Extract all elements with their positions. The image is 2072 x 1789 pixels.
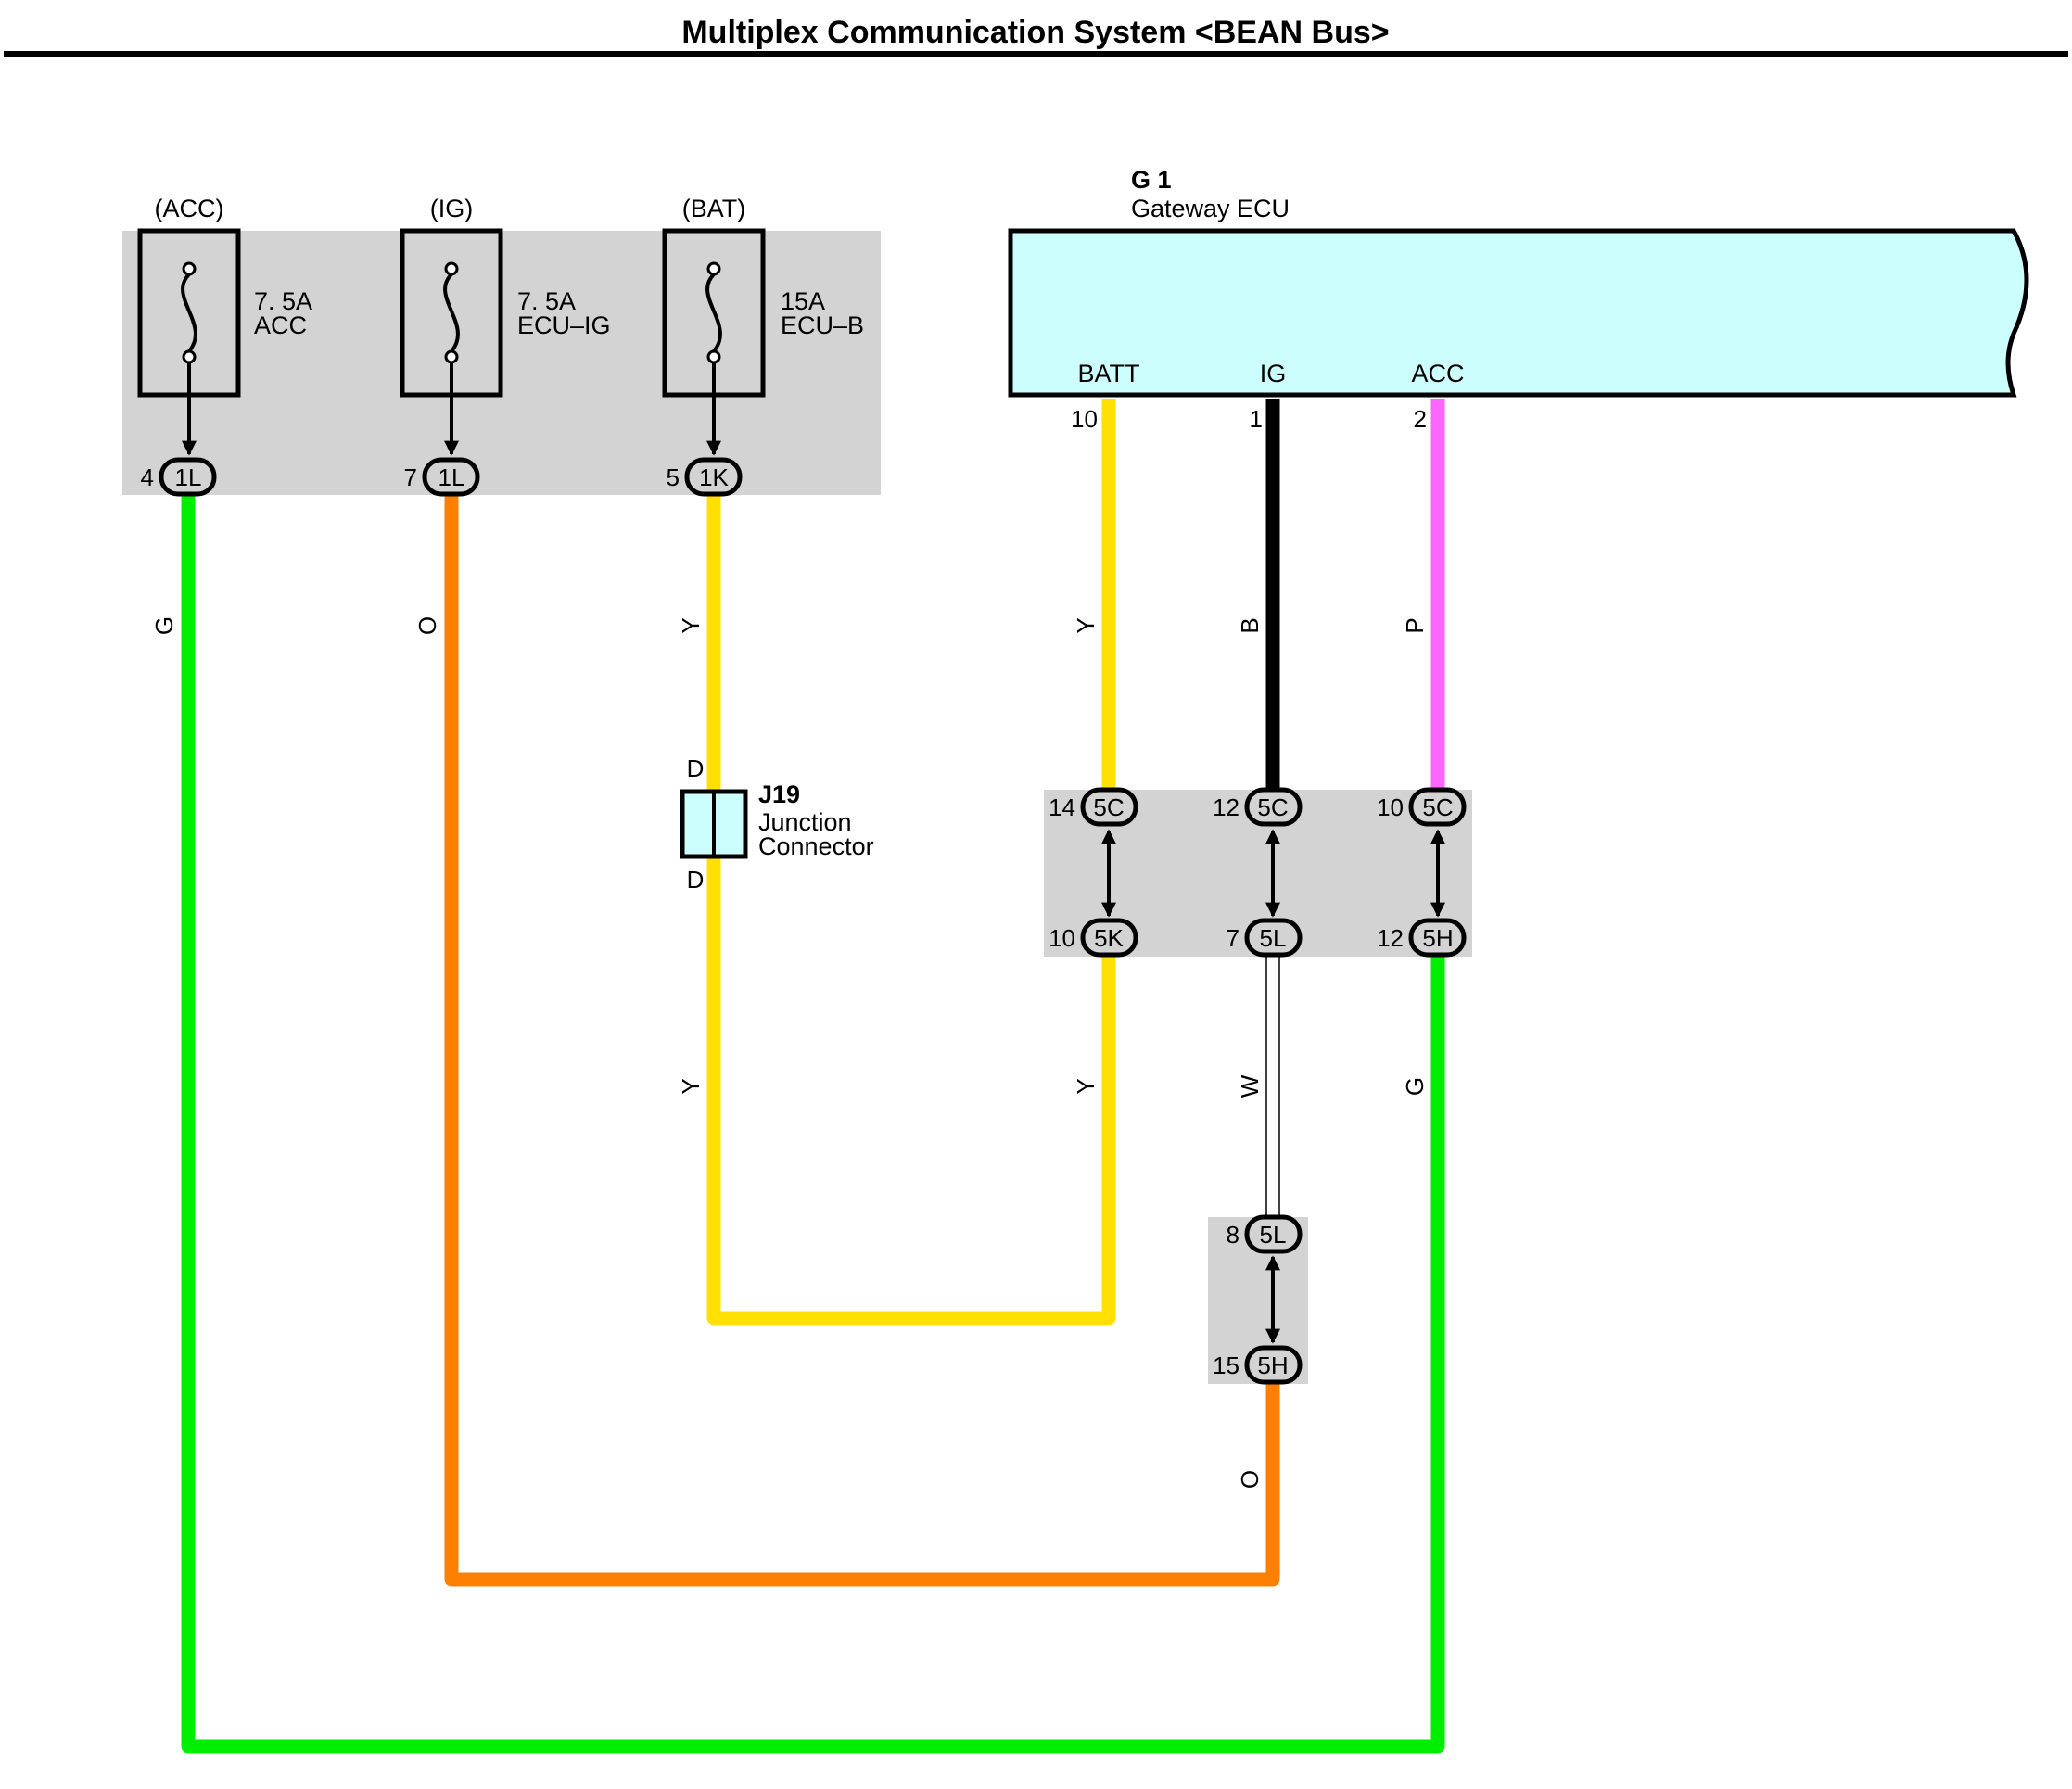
fuse-bat-circuit: (BAT) xyxy=(682,195,746,222)
junction-block-col3: 5C 10 5H 12 xyxy=(1377,787,1467,958)
fuse-acc-name: ACC xyxy=(254,311,307,339)
fuse-bat-rating: 15A xyxy=(781,287,825,315)
ecu-pin-ig: 1 xyxy=(1250,405,1263,433)
svg-text:10: 10 xyxy=(1049,924,1075,952)
ecu-pin-batt: 10 xyxy=(1071,405,1098,433)
wire-ig-orange xyxy=(444,496,1280,1587)
svg-text:5C: 5C xyxy=(1093,793,1124,821)
wire-label-bat-upper: Y xyxy=(677,617,705,633)
connector-bat-1k: 1K 5 xyxy=(667,457,743,497)
svg-text:5C: 5C xyxy=(1257,793,1288,821)
svg-text:8: 8 xyxy=(1227,1221,1239,1249)
svg-text:4: 4 xyxy=(141,463,154,491)
wire-label-acc: G xyxy=(150,616,178,635)
ecu-terminal-batt: BATT xyxy=(1078,360,1140,387)
j19-junction-connector xyxy=(680,789,748,859)
j19-line2: Connector xyxy=(758,832,874,860)
fuse-acc xyxy=(137,228,241,456)
j19-top-pin: D xyxy=(687,755,705,782)
ecu-name: Gateway ECU xyxy=(1131,195,1290,222)
ecu-pin-acc: 2 xyxy=(1414,405,1427,433)
j19-id: J19 xyxy=(758,780,800,808)
svg-text:7: 7 xyxy=(1227,924,1239,952)
svg-text:5H: 5H xyxy=(1422,924,1453,952)
ecu-terminal-acc: ACC xyxy=(1411,360,1464,387)
j19-line1: Junction xyxy=(758,808,852,836)
diagram-title: Multiplex Communication System <BEAN Bus… xyxy=(681,15,1389,50)
wire-label-ecu-batt-lower: Y xyxy=(1072,1078,1100,1094)
ecu-id: G 1 xyxy=(1131,166,1172,194)
wire-label-ecu-ig-lower: W xyxy=(1236,1074,1264,1098)
svg-text:7: 7 xyxy=(404,463,417,491)
svg-text:15: 15 xyxy=(1213,1351,1239,1379)
fuse-ig xyxy=(400,228,503,456)
svg-text:12: 12 xyxy=(1377,924,1404,952)
wire-label-bat-lower: Y xyxy=(677,1078,705,1094)
title-rule xyxy=(4,51,2068,57)
svg-text:5K: 5K xyxy=(1094,924,1124,952)
svg-text:5C: 5C xyxy=(1422,793,1453,821)
wire-label-ecu-ig-upper: B xyxy=(1236,617,1264,633)
wire-w-white xyxy=(1265,954,1280,1218)
connector-ig-1l: 1L 7 xyxy=(404,457,480,497)
wire-label-ig: O xyxy=(413,616,441,635)
junction-block-col2: 5C 12 5L 7 xyxy=(1213,787,1303,958)
wire-label-ecu-batt-upper: Y xyxy=(1072,617,1100,633)
svg-text:5L: 5L xyxy=(1260,1221,1287,1249)
j19-bottom-pin: D xyxy=(687,866,705,894)
wire-label-ecu-acc-upper: P xyxy=(1401,617,1429,633)
fuse-bat xyxy=(662,228,766,456)
small-block-connectors: 5L 8 5H 15 xyxy=(1213,1214,1303,1385)
wire-acc-green xyxy=(181,496,1445,1754)
connector-acc-1l: 1L 4 xyxy=(141,457,217,497)
svg-text:5L: 5L xyxy=(1260,924,1287,952)
fuse-acc-rating: 7. 5A xyxy=(254,287,312,315)
gateway-ecu-box xyxy=(1008,228,2029,398)
junction-block-col1: 5C 14 5K 10 xyxy=(1049,787,1138,958)
svg-text:1K: 1K xyxy=(699,463,729,491)
svg-text:14: 14 xyxy=(1049,793,1075,821)
fuse-ig-rating: 7. 5A xyxy=(517,287,576,315)
wire-label-small-block-out: O xyxy=(1236,1470,1264,1489)
fuse-ig-circuit: (IG) xyxy=(430,195,474,222)
svg-text:10: 10 xyxy=(1377,793,1404,821)
svg-text:1L: 1L xyxy=(175,463,202,491)
wire-label-ecu-acc-lower: G xyxy=(1401,1077,1429,1096)
fuse-bat-name: ECU–B xyxy=(781,311,864,339)
svg-text:1L: 1L xyxy=(439,463,465,491)
svg-text:12: 12 xyxy=(1213,793,1239,821)
ecu-terminal-ig: IG xyxy=(1260,360,1287,387)
svg-text:5H: 5H xyxy=(1257,1351,1288,1379)
fuse-ig-name: ECU–IG xyxy=(517,311,611,339)
wire-bat-yellow xyxy=(706,496,1116,1326)
svg-text:5: 5 xyxy=(667,463,680,491)
fuse-acc-circuit: (ACC) xyxy=(155,195,224,222)
